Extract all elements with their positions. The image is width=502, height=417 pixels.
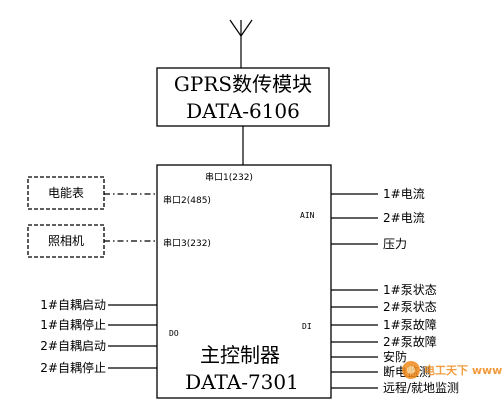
- output-label: 2#自耦停止: [40, 360, 106, 375]
- gprs-title: GPRS数传模块: [174, 72, 312, 96]
- gprs-module: GPRS数传模块 DATA-6106: [156, 67, 330, 127]
- main-controller: 串口1(232) 串口2(485) 串口3(232) AIN DO DI 主控制…: [156, 164, 332, 399]
- serial-port-3-label: 串口3(232): [163, 238, 211, 249]
- output-label: 1#自耦启动: [40, 298, 106, 312]
- camera-label: 照相机: [48, 234, 84, 248]
- input-label: 安防: [383, 349, 407, 364]
- energy-meter-label: 电能表: [48, 186, 84, 200]
- input-label: 压力: [383, 237, 407, 251]
- input-label: 远程/就地监测: [383, 380, 459, 395]
- di-port-label: DI: [302, 322, 312, 331]
- input-label: 2#泵状态: [383, 300, 437, 314]
- output-signals: 1#自耦启动 1#自耦停止 2#自耦启动 2#自耦停止: [40, 298, 157, 375]
- controller-model: DATA-7301: [185, 370, 299, 394]
- input-label: 2#电流: [383, 211, 425, 225]
- serial-port-1-label: 串口1(232): [205, 172, 253, 183]
- watermark-text: 电工天下 www.dgjswl.com: [424, 363, 502, 377]
- watermark: 电工天下 www.dgjswl.com: [402, 361, 502, 379]
- antenna-icon: [229, 19, 253, 68]
- do-port-label: DO: [169, 329, 179, 338]
- input-label: 2#泵故障: [383, 334, 437, 349]
- input-label: 1#电流: [383, 187, 425, 201]
- energy-meter: 电能表: [27, 176, 105, 210]
- input-label: 1#泵故障: [383, 317, 437, 332]
- controller-title: 主控制器: [200, 343, 280, 367]
- gprs-model: DATA-6106: [186, 99, 300, 123]
- serial-port-2-label: 串口2(485): [163, 195, 211, 206]
- camera: 照相机: [27, 224, 105, 258]
- input-label: 1#泵状态: [383, 283, 437, 297]
- ain-port-label: AIN: [300, 211, 315, 220]
- output-label: 2#自耦启动: [40, 339, 106, 353]
- output-label: 1#自耦停止: [40, 317, 106, 332]
